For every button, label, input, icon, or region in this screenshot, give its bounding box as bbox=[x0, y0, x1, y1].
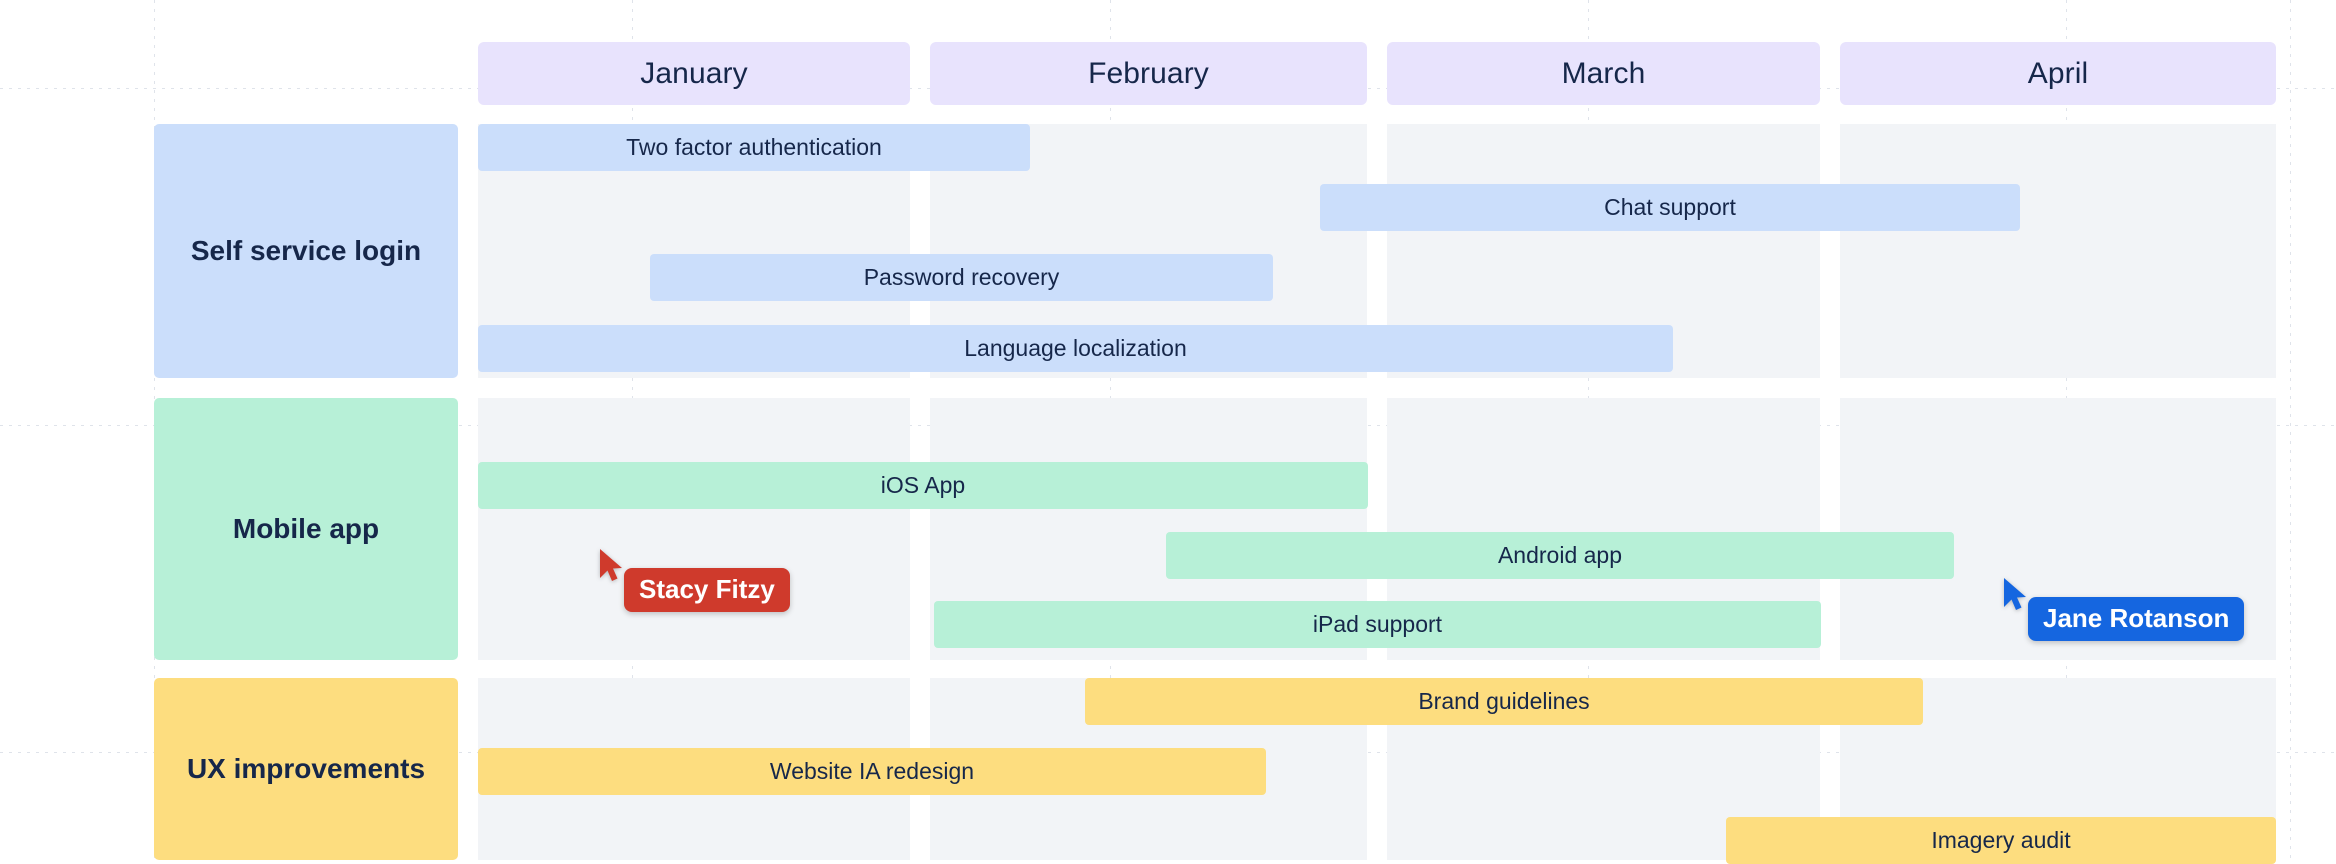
month-header-february[interactable]: February bbox=[930, 42, 1367, 105]
task-bar-ipad-support[interactable]: iPad support bbox=[934, 601, 1821, 648]
task-bar-imagery-audit[interactable]: Imagery audit bbox=[1726, 817, 2276, 864]
collaborator-cursor-stacy-fitzy: Stacy Fitzy bbox=[598, 548, 790, 613]
month-header-january[interactable]: January bbox=[478, 42, 910, 105]
task-bar-chat-support[interactable]: Chat support bbox=[1320, 184, 2020, 231]
task-bar-password-recovery[interactable]: Password recovery bbox=[650, 254, 1273, 301]
lane-track-cell bbox=[478, 398, 910, 660]
cursor-pointer-icon bbox=[600, 549, 622, 581]
month-header-april[interactable]: April bbox=[1840, 42, 2276, 105]
month-header-march[interactable]: March bbox=[1387, 42, 1820, 105]
task-bar-ios-app[interactable]: iOS App bbox=[478, 462, 1368, 509]
cursor-pointer-icon bbox=[2004, 578, 2026, 610]
task-bar-website-ia-redesign[interactable]: Website IA redesign bbox=[478, 748, 1266, 795]
lane-label-mobile-app[interactable]: Mobile app bbox=[154, 398, 458, 660]
cursor-name-tag: Stacy Fitzy bbox=[624, 568, 790, 613]
cursor-name-tag: Jane Rotanson bbox=[2028, 597, 2245, 642]
task-bar-two-factor-authentication[interactable]: Two factor authentication bbox=[478, 124, 1030, 171]
lane-track-cell bbox=[1840, 124, 2276, 378]
task-bar-language-localization[interactable]: Language localization bbox=[478, 325, 1673, 372]
task-bar-brand-guidelines[interactable]: Brand guidelines bbox=[1085, 678, 1923, 725]
collaborator-cursor-jane-rotanson: Jane Rotanson bbox=[2002, 577, 2245, 642]
lane-label-self-service-login[interactable]: Self service login bbox=[154, 124, 458, 378]
lane-label-ux-improvements[interactable]: UX improvements bbox=[154, 678, 458, 860]
task-bar-android-app[interactable]: Android app bbox=[1166, 532, 1954, 579]
